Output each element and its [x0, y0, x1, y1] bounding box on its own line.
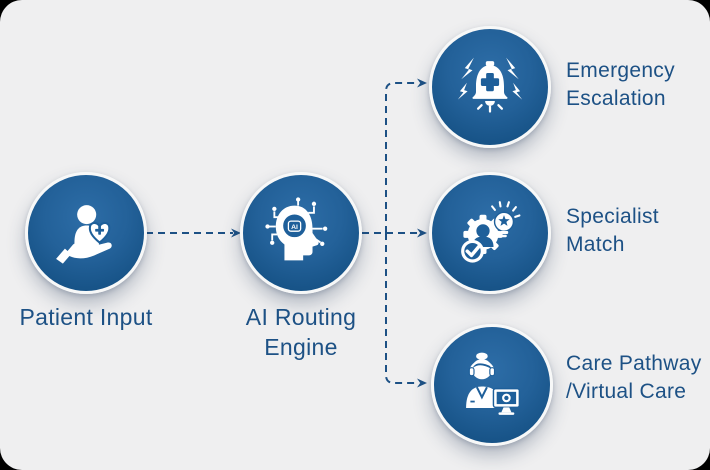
specialist-match-node	[429, 172, 551, 294]
connector-engine-to-care	[385, 233, 427, 388]
emergency-escalation-node	[429, 26, 551, 148]
telehealth-doctor-monitor-icon	[466, 352, 521, 415]
patient-input-label: Patient Input	[19, 304, 153, 330]
alarm-bell-cross-icon	[457, 57, 523, 113]
ai-badge: AI	[291, 224, 298, 231]
patient-input-node	[25, 172, 147, 294]
care-pathway-label: Care Pathway /Virtual Care	[566, 352, 702, 403]
hand-holding-patient-icon	[56, 205, 112, 264]
ai-head-circuit-icon: AI	[265, 197, 328, 261]
connector-engine-to-emergency	[385, 78, 427, 233]
ai-routing-engine-label: AI Routing Engine	[245, 304, 357, 360]
ai-routing-engine-node: AI	[240, 172, 362, 294]
care-pathway-node	[431, 324, 553, 446]
specialist-match-label: Specialist Match	[566, 205, 659, 256]
emergency-escalation-label: Emergency Escalation	[566, 59, 675, 110]
gear-person-check-icon	[461, 201, 521, 263]
